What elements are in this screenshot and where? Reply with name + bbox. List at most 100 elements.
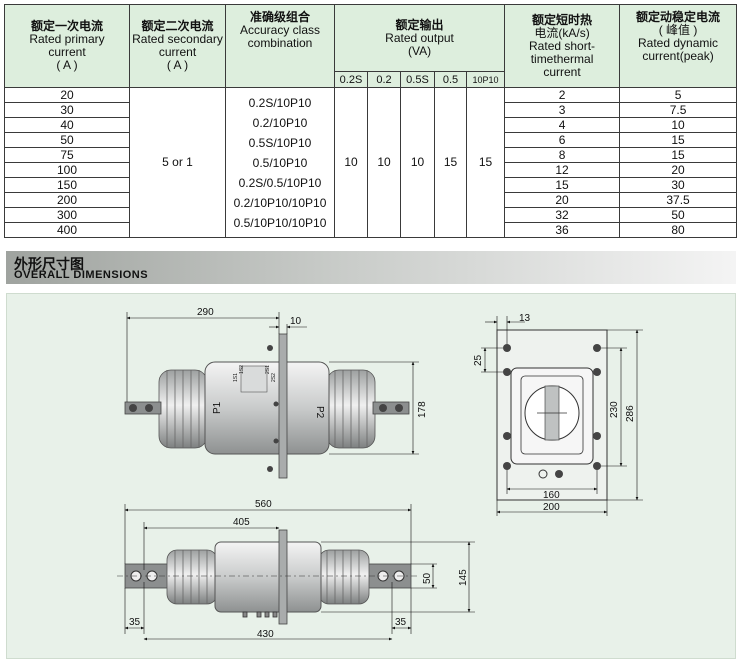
dim-35-left-label: 35 [129, 617, 141, 628]
output-class-header: 10P10 [465, 71, 506, 88]
thermal-current-cell: 6 [504, 132, 621, 148]
plate-bolt [273, 401, 279, 407]
side-view: 13 25 230 286 160 200 [473, 313, 643, 516]
primary-current-cell: 20 [4, 87, 130, 103]
dynamic-current-cell: 15 [619, 132, 738, 148]
terminal-bolt [129, 404, 137, 412]
mounting-hole [593, 432, 601, 440]
dim-25-label: 25 [473, 354, 484, 366]
accuracy-combination-item: 0.5/10P10/10P10 [233, 215, 327, 230]
front-right-terminal-bar [372, 401, 410, 415]
dynamic-current-cell: 5 [619, 87, 738, 103]
dynamic-current-cell: 15 [619, 147, 738, 163]
side-inner-frame [520, 375, 584, 455]
mounting-hole [593, 462, 601, 470]
dynamic-current-cell: 50 [619, 207, 738, 223]
dynamic-current-cell: 80 [619, 222, 738, 238]
output-class-header: 0.2 [367, 71, 401, 88]
plate-bolt [267, 466, 273, 472]
terminal-label: 2S1 [265, 365, 271, 374]
front-mounting-plate [278, 333, 288, 479]
section-header-overall-dimensions: 外形尺寸图 OVERALL DIMENSIONS [6, 251, 736, 284]
output-class-header: 0.2S [334, 71, 368, 88]
dynamic-current-cell: 20 [619, 162, 738, 178]
primary-current-cell: 150 [4, 177, 130, 193]
dimension-drawing: 1S1 1S2 2S1 2S2 P1 P2 290 10 178 [117, 307, 643, 641]
accuracy-combination-item: 0.5/10P10 [252, 155, 308, 170]
dim-160-label: 160 [543, 490, 560, 501]
dim-10-label: 10 [290, 316, 302, 327]
terminal-label: 1S2 [239, 365, 245, 374]
mounting-hole [593, 368, 601, 376]
thermal-current-cell: 2 [504, 87, 621, 103]
secondary-terminal-box [240, 365, 268, 393]
accuracy-combination-item: 0.2/10P10/10P10 [233, 195, 327, 210]
section-title-en: OVERALL DIMENSIONS [14, 269, 149, 281]
dim-230-label: 230 [609, 401, 620, 418]
thermal-current-cell: 4 [504, 117, 621, 133]
plate-bolt [273, 438, 279, 444]
dim-430-label: 430 [257, 629, 274, 640]
output-value-cell: 10 [334, 87, 368, 238]
top-left-bushing [166, 549, 218, 605]
dim-178-label: 178 [417, 401, 428, 418]
header-accuracy-class: 准确级组合 Accuracy class combination [225, 4, 335, 88]
primary-current-cell: 40 [4, 117, 130, 133]
dynamic-current-cell: 7.5 [619, 102, 738, 118]
mounting-hole [503, 344, 511, 352]
dim-35-right-label: 35 [395, 617, 407, 628]
thermal-current-cell: 3 [504, 102, 621, 118]
top-right-bushing [318, 549, 370, 605]
front-main-body [204, 361, 330, 455]
primary-current-cell: 75 [4, 147, 130, 163]
p1-label: P1 [212, 401, 223, 414]
thermal-current-cell: 32 [504, 207, 621, 223]
dim-560-label: 560 [255, 499, 272, 510]
secondary-current-cell: 5 or 1 [129, 87, 226, 238]
primary-current-cell: 200 [4, 192, 130, 208]
output-value-cell: 15 [465, 87, 506, 238]
dimension-drawing-panel: 1S1 1S2 2S1 2S2 P1 P2 290 10 178 [6, 293, 736, 659]
dim-13-label: 13 [519, 313, 531, 324]
primary-current-cell: 30 [4, 102, 130, 118]
front-view: 1S1 1S2 2S1 2S2 P1 P2 290 10 178 [124, 307, 428, 479]
accuracy-combination-item: 0.5S/10P10 [248, 135, 312, 150]
output-value-cell: 10 [367, 87, 401, 238]
dim-145-label: 145 [458, 569, 469, 586]
output-value-cell: 15 [434, 87, 467, 238]
thermal-current-cell: 12 [504, 162, 621, 178]
section-title-cn: 外形尺寸图 [14, 256, 84, 272]
spec-table: 额定一次电流 Rated primary current ( A ) 额定二次电… [4, 4, 738, 238]
dim-50-label: 50 [422, 572, 433, 584]
header-rated-dynamic-current: 额定动稳定电流 ( 峰值 ) Rated dynamic current(pea… [619, 4, 738, 88]
p2-label: P2 [314, 406, 325, 419]
primary-current-cell: 100 [4, 162, 130, 178]
output-class-header: 0.5S [400, 71, 435, 88]
output-class-header: 0.5 [434, 71, 467, 88]
top-main-body [214, 541, 322, 613]
terminal-label: 2S2 [271, 373, 277, 382]
ground-terminal [538, 469, 548, 479]
mounting-hole [593, 344, 601, 352]
terminal-bolt [145, 404, 153, 412]
header-rated-thermal-current: 额定短时热 电流(kA/s) Rated short- timethermal … [504, 4, 621, 88]
accuracy-combination-item: 0.2S/0.5/10P10 [238, 175, 322, 190]
dim-405-label: 405 [233, 517, 250, 528]
top-mounting-plate [278, 529, 288, 625]
accuracy-combination-item: 0.2S/10P10 [248, 95, 312, 110]
mounting-hole [503, 368, 511, 376]
mounting-hole [503, 432, 511, 440]
header-rated-output: 额定输出 Rated output (VA) [333, 4, 506, 72]
dim-286-label: 286 [625, 405, 636, 422]
mounting-hole [503, 462, 511, 470]
top-view: 560 405 50 145 35 35 [117, 499, 475, 641]
dynamic-current-cell: 30 [619, 177, 738, 193]
ground-terminal [555, 470, 563, 478]
accuracy-combination-item: 0.2/10P10 [252, 115, 308, 130]
dim-200-label: 200 [543, 502, 560, 513]
terminal-bolt [395, 404, 403, 412]
thermal-current-cell: 8 [504, 147, 621, 163]
thermal-current-cell: 36 [504, 222, 621, 238]
primary-current-cell: 50 [4, 132, 130, 148]
dim-290-label: 290 [197, 307, 214, 318]
